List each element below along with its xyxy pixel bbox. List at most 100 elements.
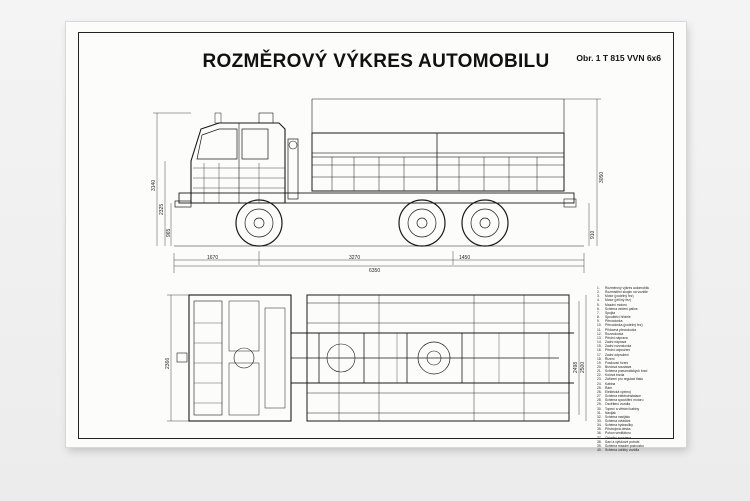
legend-item-text: Zadní náprava	[605, 340, 627, 345]
legend-item-text: Mazání motoru	[605, 302, 627, 307]
legend-item-text: Přední náprava	[605, 335, 628, 340]
legend-item-text: Rozmístění skupin na vozidle	[605, 290, 648, 295]
dim-front-overhang: 1670	[207, 255, 219, 261]
legend-item-text: Zadní rozvodovka	[605, 344, 632, 349]
legend-item-number: 10.	[597, 323, 602, 328]
legend-item-number: 26.	[597, 389, 602, 394]
legend-item-text: Schéma údržby vozidla	[605, 448, 640, 453]
legend-item-text: Přední odpružení	[605, 348, 631, 353]
rear-wheel	[461, 199, 509, 247]
legend-item: 6.Schéma vedení paliva	[597, 307, 675, 311]
legend-item-number: 23.	[597, 377, 602, 382]
legend-item-text: Osvětlení vozidla	[605, 402, 631, 407]
truck-drawing	[153, 98, 601, 422]
legend-item-number: 4.	[597, 298, 600, 303]
dim-wheelbase: 3270	[349, 255, 361, 261]
legend-item-text: Řízení	[605, 356, 615, 361]
legend-item-number: 16.	[597, 348, 602, 353]
legend-item-number: 20.	[597, 364, 602, 369]
legend-item-text: Přídavná převodovka	[605, 327, 637, 332]
legend-item-text: Topení a větrání kabiny	[605, 406, 640, 411]
legend-item: 37.Chladicí soustava	[597, 436, 675, 440]
legend-item: 13.Přední náprava	[597, 336, 675, 340]
legend-item: 32.Schéma navijáku	[597, 415, 675, 419]
legend-item-text: Převodovka	[605, 319, 623, 324]
legend-item: 15.Zadní rozvodovka	[597, 344, 675, 348]
legend-item-number: 30.	[597, 406, 602, 411]
legend-item-text: Schéma vedení paliva	[605, 306, 638, 311]
legend-item-number: 40.	[597, 448, 602, 453]
legend-item-text: Schéma pneumatických brzd	[605, 369, 648, 374]
blueprint-poster: ROZMĚROVÝ VÝKRES AUTOMOBILU Obr. 1 T 815…	[66, 22, 686, 452]
dim-top-width-left: 2366	[165, 357, 171, 369]
legend-item-number: 37.	[597, 435, 602, 440]
legend-item: 39.Schéma mazání podvozku	[597, 444, 675, 448]
legend-item-number: 9.	[597, 319, 600, 324]
legend-item: 28.Schéma spouštění motoru	[597, 398, 675, 402]
legend-item: 4.Motor (příčný řez)	[597, 298, 675, 302]
legend-item: 22.Kolová brzda	[597, 373, 675, 377]
legend-item-text: Brzdová soustava	[605, 364, 632, 369]
legend-item-number: 36.	[597, 431, 602, 436]
legend-item-text: Sací a výfukové potrubí	[605, 439, 640, 444]
legend-item-text: Kolová brzda	[605, 373, 625, 378]
legend-item-number: 7.	[597, 310, 600, 315]
legend-item-number: 22.	[597, 373, 602, 378]
legend-item-number: 8.	[597, 315, 600, 320]
legend-item-text: Rám	[605, 385, 612, 390]
legend-item-text: Přístrojová deska	[605, 427, 631, 432]
legend-item-number: 39.	[597, 443, 602, 448]
legend-item: 9. Převodovka	[597, 319, 675, 323]
legend-item-number: 24.	[597, 381, 602, 386]
legend-item-number: 13.	[597, 335, 602, 340]
legend-item: 24.Kabina	[597, 382, 675, 386]
legend-item-number: 1.	[597, 286, 600, 290]
legend-item-number: 31.	[597, 410, 602, 415]
legend-item-text: Motor (podélný řez)	[605, 294, 634, 299]
legend-item-number: 35.	[597, 427, 602, 432]
legend-item: 16.Přední odpružení	[597, 348, 675, 352]
dim-rear-axle-spacing: 1450	[459, 255, 471, 261]
legend-item-number: 33.	[597, 419, 602, 423]
dim-total-length: 6350	[369, 268, 381, 274]
legend-item-number: 38.	[597, 439, 602, 444]
legend-item: 23.Zařízení pro regulaci tlaku	[597, 377, 675, 381]
legend-item-number: 11.	[597, 327, 602, 332]
legend-item-number: 29.	[597, 402, 602, 407]
legend-item-number: 17.	[597, 352, 602, 357]
legend-item: 20.Brzdová soustava	[597, 365, 675, 369]
dim-height-left: 2325	[159, 203, 165, 215]
legend-item: 25.Rám	[597, 386, 675, 390]
legend-item-text: Schéma ovládání	[605, 419, 631, 423]
legend-item-number: 32.	[597, 414, 602, 419]
legend-item: 29.Osvětlení vozidla	[597, 402, 675, 406]
legend-item: 21.Schéma pneumatických brzd	[597, 369, 675, 373]
legend-item-text: Kabina	[605, 381, 616, 386]
truck-top-view	[167, 294, 587, 422]
legend-item: 8.Spouštěcí hřídele	[597, 315, 675, 319]
legend-item: 5. Mazání motoru	[597, 303, 675, 307]
legend-item-number: 12.	[597, 331, 602, 336]
dim-height-cab: 3140	[151, 179, 157, 191]
drawing-code: Obr. 1 T 815 VVN 6x6	[576, 53, 661, 63]
legend-item-text: Převodovka (podélný řez)	[605, 323, 643, 328]
legend-item-number: 2.	[597, 290, 600, 295]
truck-side-view	[153, 98, 601, 273]
legend-item-text: Zařízení pro regulaci tlaku	[605, 377, 644, 382]
legend-item-number: 28.	[597, 398, 602, 403]
drawing-frame: ROZMĚROVÝ VÝKRES AUTOMOBILU Obr. 1 T 815…	[78, 32, 675, 452]
legend-item-text: Chladicí soustava	[605, 435, 632, 440]
legend-item-text: Zadní odpružení	[605, 352, 630, 357]
legend-item-number: 25.	[597, 385, 602, 390]
legend-item-text: Schéma hydrauliky	[605, 423, 633, 428]
legend-item-number: 3.	[597, 294, 600, 299]
legend-item: 10.Převodovka (podélný řez)	[597, 323, 675, 327]
legend-item-number: 15.	[597, 344, 602, 349]
legend-item: 2. Rozmístění skupin na vozidle	[597, 290, 675, 294]
legend-item-text: Spojka	[605, 310, 616, 315]
front-wheel	[235, 199, 283, 247]
dim-ground-right: 910	[590, 230, 596, 239]
legend-item-number: 5.	[597, 302, 600, 307]
legend-item-text: Schéma mazání podvozku	[605, 443, 644, 448]
legend-item-number: 27.	[597, 394, 602, 399]
